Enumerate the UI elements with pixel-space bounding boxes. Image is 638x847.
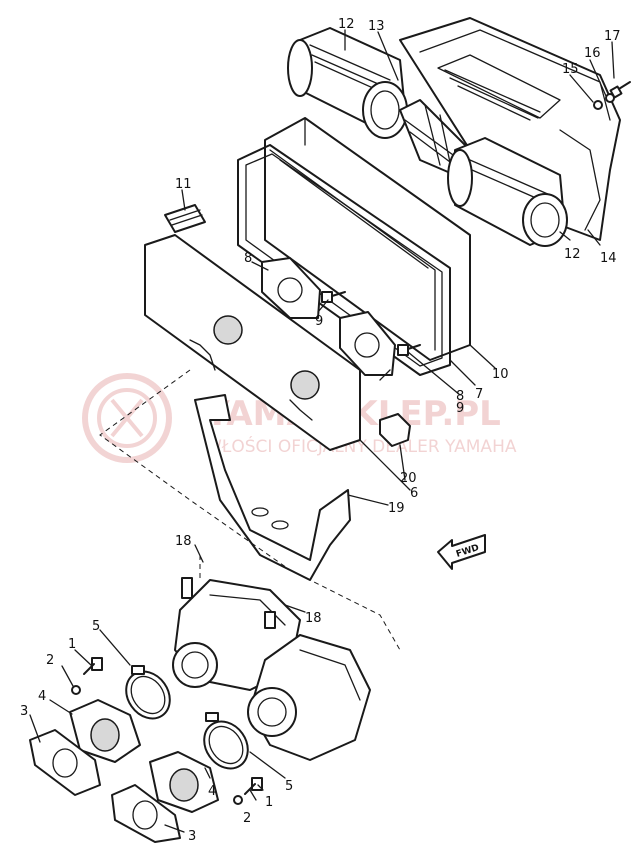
callout-11: 11 (175, 177, 192, 192)
joint-lower (339, 311, 396, 376)
callout-9-lower: 9 (456, 401, 464, 416)
callout-3-lower: 3 (188, 829, 196, 844)
callout-8-upper: 8 (244, 251, 252, 266)
intake-pipe-upper (287, 27, 408, 139)
callout-12-top: 12 (338, 17, 355, 32)
callout-19: 19 (388, 501, 405, 516)
air-cleaner-case (399, 17, 621, 241)
callout-9-upper: 9 (315, 314, 323, 329)
callout-14: 14 (600, 251, 617, 266)
carburetor-lower (247, 634, 371, 761)
callout-12-bottom: 12 (564, 247, 581, 262)
callout-17: 17 (604, 29, 621, 44)
leader-lines (29, 29, 615, 833)
bolt-lower (233, 777, 263, 805)
screw-upper (321, 291, 346, 303)
screw-lower (397, 344, 421, 356)
reference-lines (99, 369, 401, 651)
gasket (237, 144, 451, 376)
callout-2-lower: 2 (243, 811, 251, 826)
clamp-upper (125, 665, 171, 720)
bracket (194, 394, 351, 581)
manifold-lower (149, 751, 219, 813)
intake-pipe-lower (447, 137, 568, 247)
joint-upper (261, 257, 321, 319)
manifold-upper (69, 699, 141, 763)
callout-13: 13 (368, 19, 385, 34)
clamp-lower (203, 712, 249, 770)
bolt-set-15-17 (593, 81, 631, 110)
insulator-upper (29, 729, 101, 796)
cap (379, 413, 411, 447)
forward-direction-arrow: FWD (437, 534, 486, 570)
watermark-tagline: WŁOŚCI OFICJALNY DEALER YAMAHA (205, 435, 517, 457)
callout-18-lower: 18 (305, 611, 322, 626)
callout-3-upper: 3 (20, 704, 28, 719)
callout-15: 15 (562, 62, 579, 77)
callout-4-lower: 4 (208, 784, 216, 799)
callout-1-lower: 1 (265, 795, 273, 810)
callout-5-lower: 5 (285, 779, 293, 794)
callout-18-upper: 18 (175, 534, 192, 549)
insulator-lower (111, 784, 181, 843)
callout-6: 6 (410, 486, 418, 501)
callout-20: 20 (400, 471, 417, 486)
callout-8-lower: 8 (456, 389, 464, 404)
callout-4-upper: 4 (38, 689, 46, 704)
callout-labels: 12 13 15 16 17 12 14 11 8 9 8 9 7 10 20 … (20, 17, 621, 844)
callout-2-upper: 2 (46, 653, 54, 668)
callout-5-upper: 5 (92, 619, 100, 634)
callout-16: 16 (584, 46, 601, 61)
bolt-upper (71, 657, 103, 695)
callout-1-upper: 1 (68, 637, 76, 652)
callout-7: 7 (475, 387, 483, 402)
callout-10: 10 (492, 367, 509, 382)
